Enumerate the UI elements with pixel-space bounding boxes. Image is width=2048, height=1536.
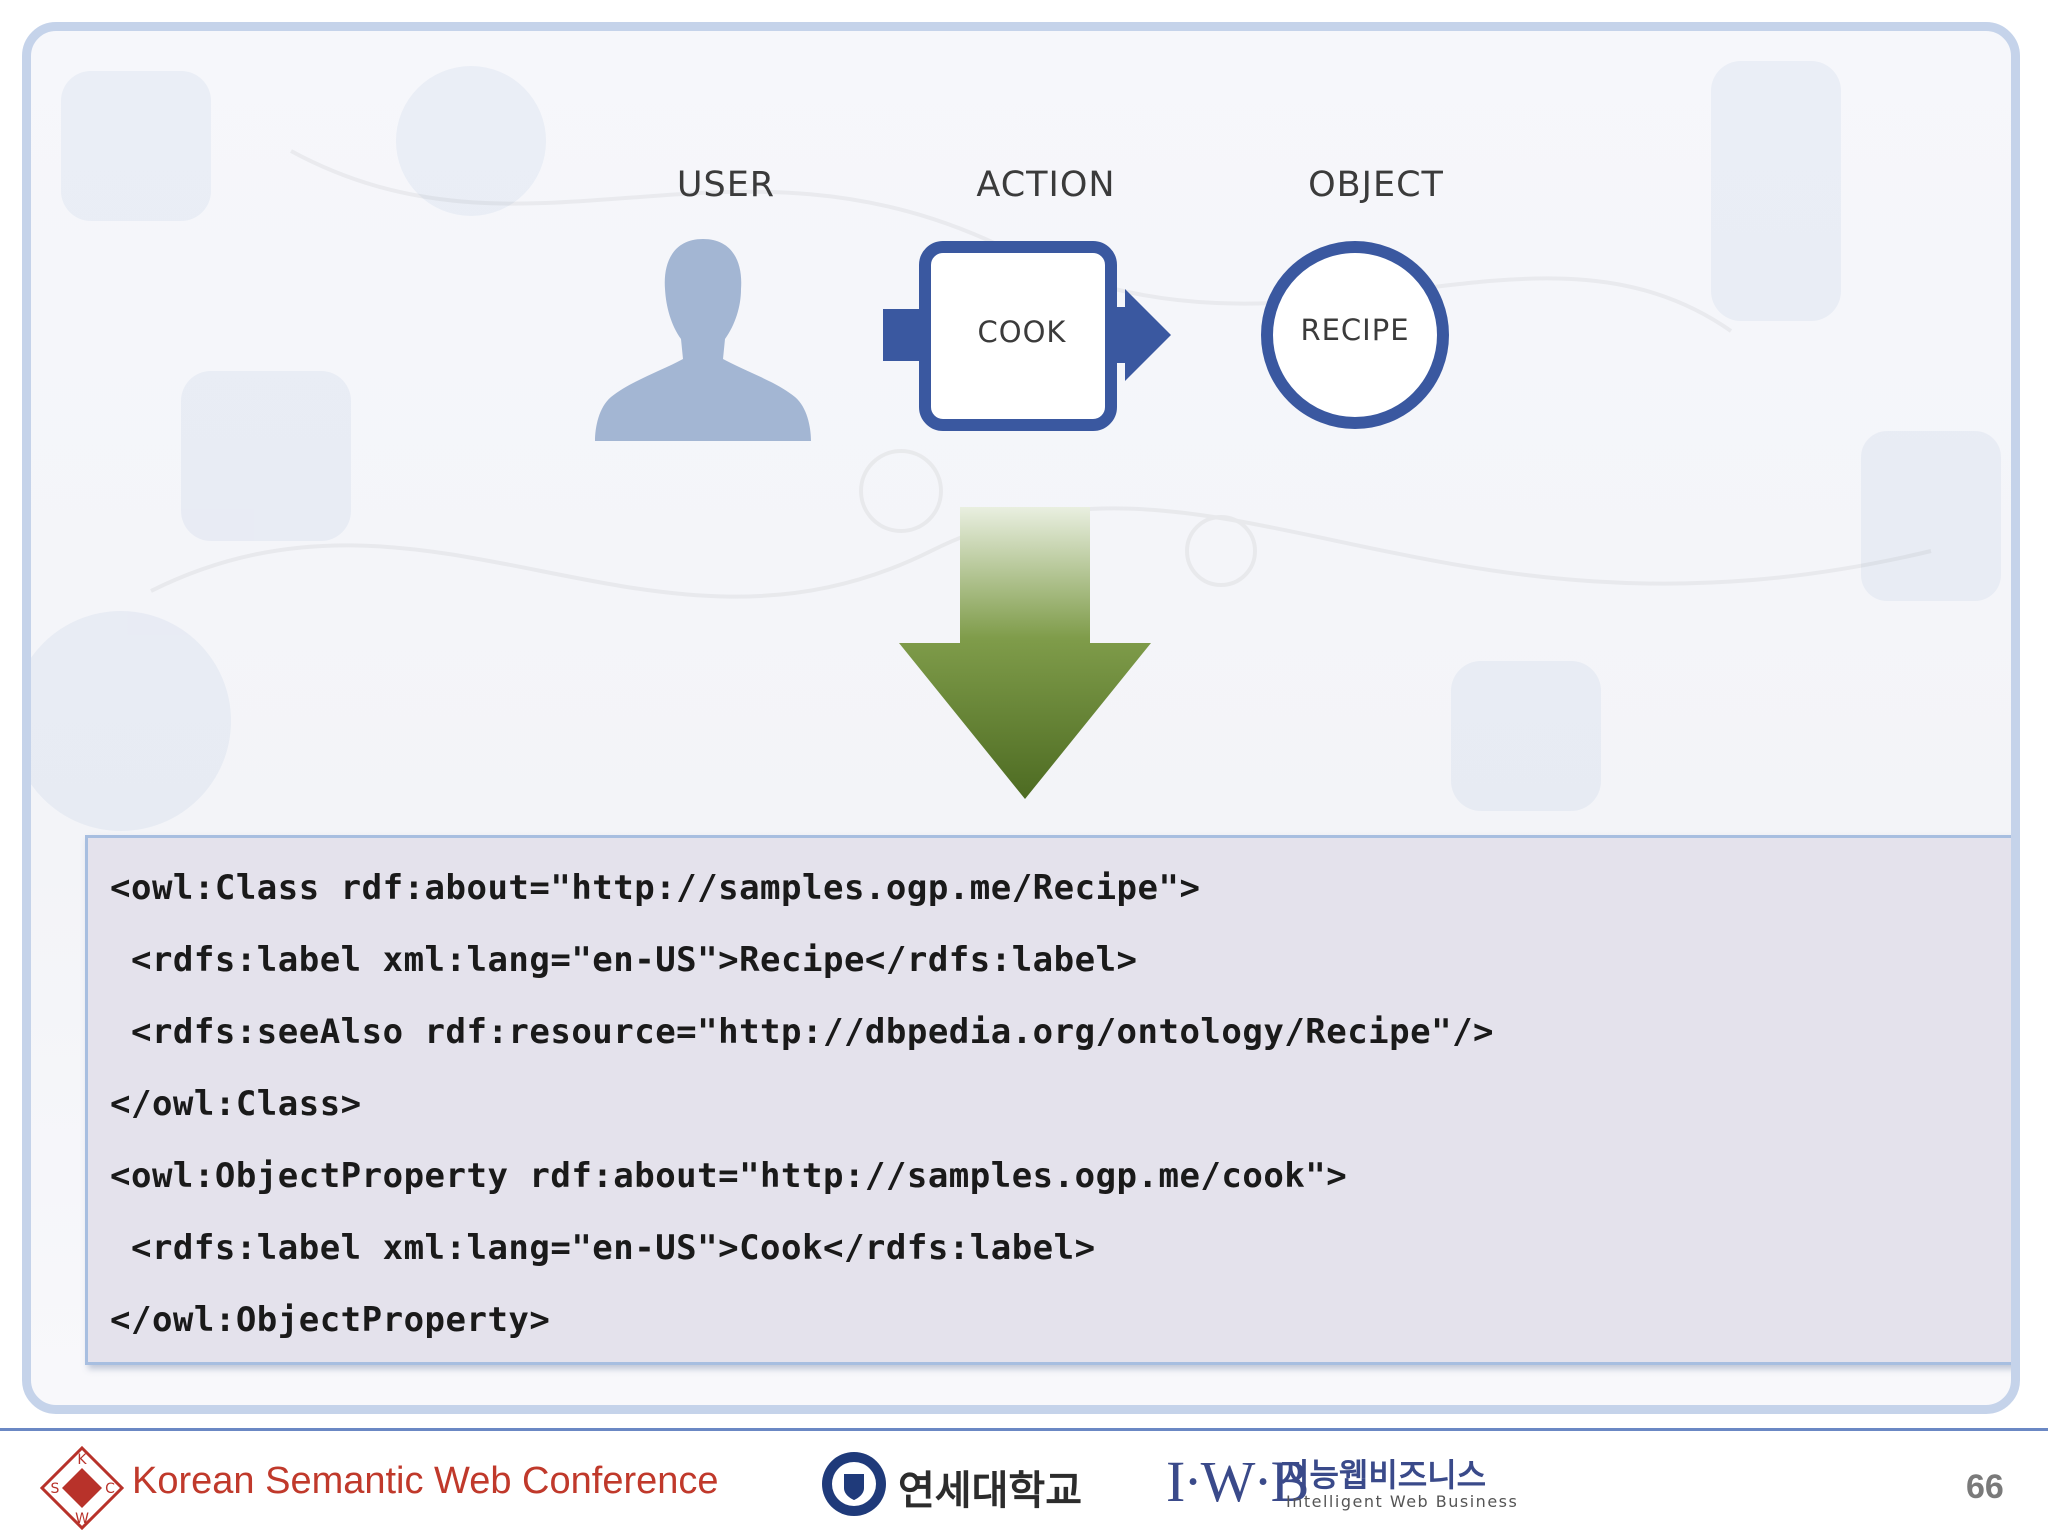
university-name: 연세대학교 [898,1468,1082,1514]
logo-letter: K [77,1452,87,1468]
object-value: RECIPE [1300,313,1410,347]
object-circle-shape [1261,241,1449,429]
logo-letter: W [75,1511,89,1527]
action-box-shape [883,241,1171,431]
company-name-korean: 지능웹비즈니스 [1280,1456,1487,1494]
action-value: COOK [977,315,1067,349]
code-line: <owl:ObjectProperty rdf:about="http://sa… [110,1156,1348,1196]
logo-letter: C [105,1481,115,1497]
down-arrow-icon [899,507,1151,799]
footer-divider [0,1428,2048,1431]
conference-name: Korean Semantic Web Conference [132,1460,719,1502]
code-line: <owl:Class rdf:about="http://samples.ogp… [110,868,1201,908]
conference-logo-icon: K S C W [40,1446,124,1530]
code-line: <rdfs:seeAlso rdf:resource="http://dbped… [110,1012,1495,1052]
slide-frame: USER ACTION OBJECT COOK RECIPE <owl:Clas… [22,22,2020,1414]
user-silhouette-icon [595,239,811,441]
footer: K S C W Korean Semantic Web Conference 연… [0,1428,2048,1536]
code-line: <rdfs:label xml:lang="en-US">Cook</rdfs:… [110,1228,1096,1268]
page-number: 66 [1966,1468,2004,1506]
university-seal-icon [822,1452,886,1516]
rdf-code-box: <owl:Class rdf:about="http://samples.ogp… [85,835,2011,1365]
action-label: ACTION [976,165,1116,205]
code-line: </owl:ObjectProperty> [110,1300,551,1340]
code-line: <rdfs:label xml:lang="en-US">Recipe</rdf… [110,940,1138,980]
logo-letter: S [51,1481,60,1497]
company-name-english: Intelligent Web Business [1286,1492,1519,1511]
code-line: </owl:Class> [110,1084,362,1124]
company-logo-mark: I·W·B [1166,1449,1309,1514]
user-label: USER [676,165,776,205]
object-label: OBJECT [1308,165,1444,205]
